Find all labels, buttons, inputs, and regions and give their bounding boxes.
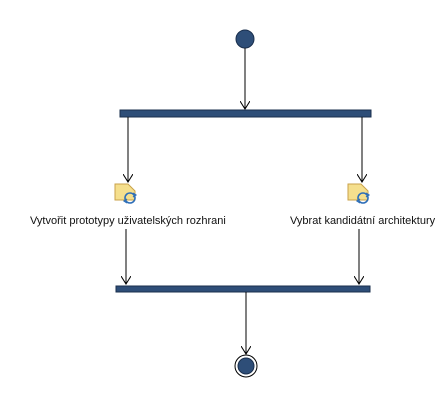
activity-label-right: Vybrat kandidátní architektury	[290, 215, 435, 227]
final-node[interactable]	[234, 354, 258, 378]
fork-bar[interactable]	[119, 109, 372, 118]
cycle-task-icon[interactable]	[347, 183, 371, 204]
activity-label-left: Vytvořit prototypy uživatelských rozhran…	[30, 215, 226, 227]
cycle-task-icon[interactable]	[114, 183, 138, 204]
join-bar[interactable]	[115, 285, 371, 293]
initial-node[interactable]	[235, 29, 255, 49]
